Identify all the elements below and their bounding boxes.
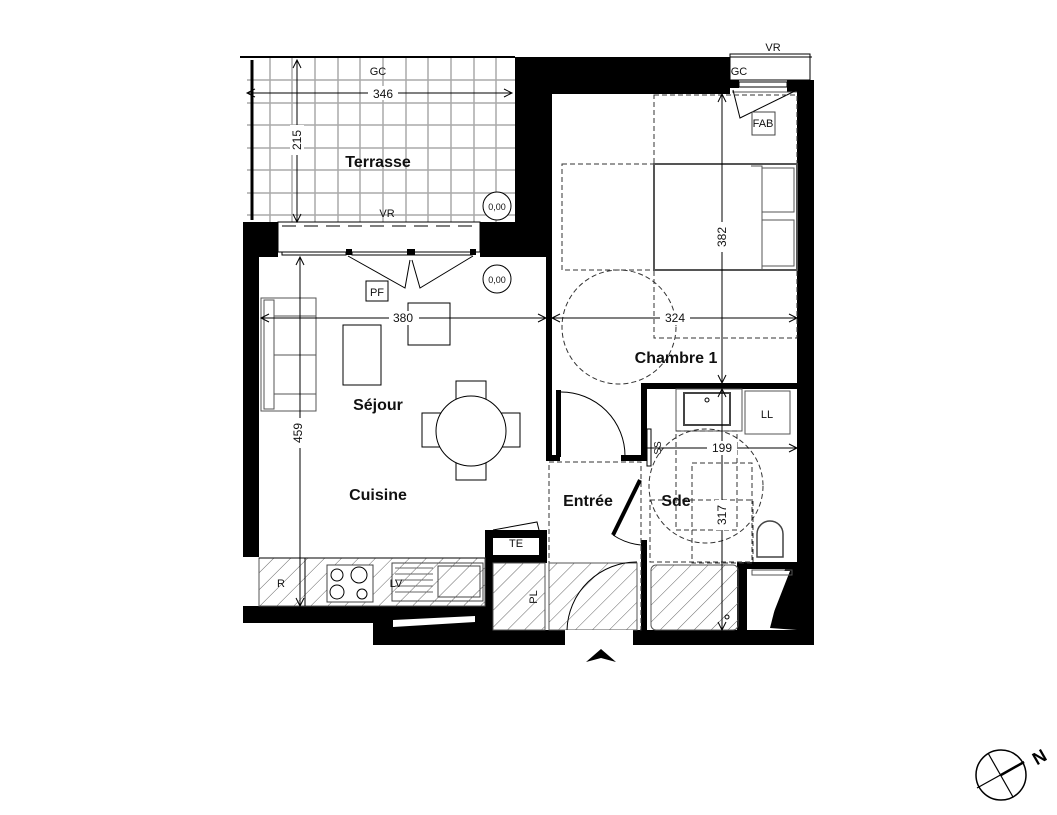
room-label-sejour: Séjour <box>353 397 403 414</box>
entry-arrow-icon <box>586 649 616 662</box>
kitchen-counter <box>258 557 486 607</box>
label-gc-chambre: GC <box>731 66 748 78</box>
room-label-entree: Entrée <box>563 493 613 510</box>
bed <box>561 94 798 385</box>
dim-terrasse-depth: 215 <box>290 130 304 150</box>
label-vr-chambre: VR <box>765 42 780 54</box>
level-marker-terrasse <box>482 191 512 221</box>
pl-cabinet <box>492 562 546 631</box>
label-refrigerator: R <box>277 578 285 590</box>
label-pf: PF <box>370 287 384 299</box>
walls <box>243 57 814 645</box>
room-label-sde: Sde <box>661 493 690 510</box>
room-label-chambre: Chambre 1 <box>635 350 718 367</box>
compass-north-label: N <box>1029 745 1050 769</box>
dim-terrasse-width: 346 <box>373 87 393 101</box>
room-label-terrasse: Terrasse <box>345 154 411 171</box>
dim-chambre-depth: 382 <box>715 227 729 247</box>
entree-area <box>548 390 642 645</box>
room-label-cuisine: Cuisine <box>349 487 407 504</box>
label-fab: FAB <box>753 118 774 130</box>
dim-sejour-width: 380 <box>393 311 413 325</box>
te-box <box>492 521 540 555</box>
room-labels: Terrasse Séjour Cuisine Chambre 1 Entrée… <box>345 154 717 510</box>
pf-box <box>365 280 389 302</box>
sofa <box>260 297 317 412</box>
label-te: TE <box>509 538 523 550</box>
dimension-labels: 346 215 380 459 324 382 199 317 <box>290 86 737 530</box>
label-ll: LL <box>761 409 773 421</box>
compass: N <box>975 745 1050 801</box>
equipment-labels: GC VR GC VR FAB PF 0,00 0,00 R LV TE PL … <box>277 42 781 604</box>
dim-chambre-width: 324 <box>665 311 685 325</box>
label-ss: SS <box>653 441 664 455</box>
compass-icon <box>975 749 1027 801</box>
label-gc-terrasse: GC <box>370 66 387 78</box>
label-dishwasher: LV <box>390 578 403 590</box>
terrasse-window <box>277 221 481 289</box>
dim-sde-width: 199 <box>712 441 732 455</box>
label-pl: PL <box>528 590 540 603</box>
chambre-window <box>729 53 812 119</box>
label-level-terrasse: 0,00 <box>488 202 506 212</box>
label-level-sejour: 0,00 <box>488 275 506 285</box>
label-vr-terrasse: VR <box>379 208 394 220</box>
level-marker-sejour <box>482 264 512 294</box>
fab-box <box>751 111 776 136</box>
sde-fixtures <box>646 388 793 631</box>
terrasse-area <box>240 56 515 222</box>
dim-sde-depth: 317 <box>715 505 729 525</box>
coffee-table <box>342 324 382 386</box>
dining-table <box>421 380 521 481</box>
dim-sejour-depth: 459 <box>291 423 305 443</box>
